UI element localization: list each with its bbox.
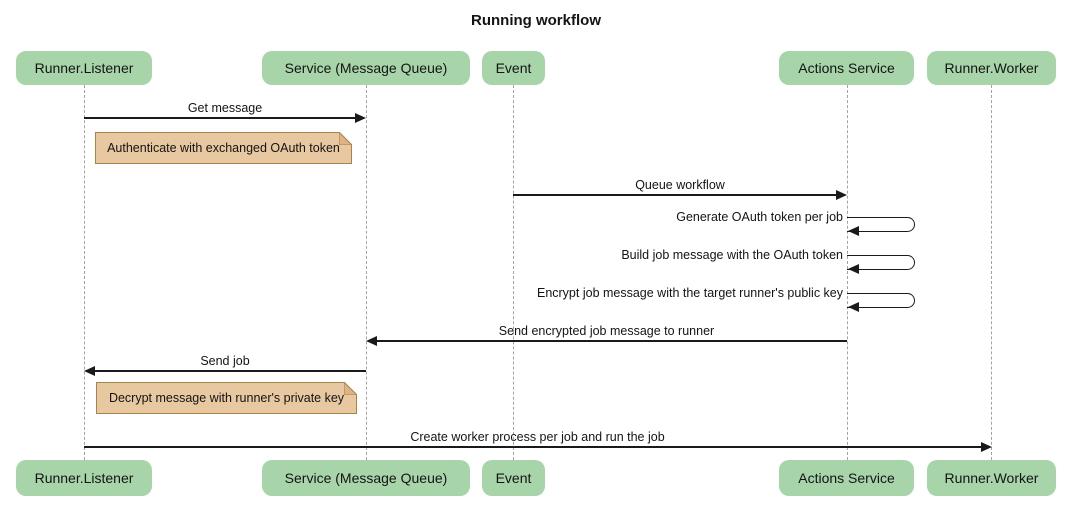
message-label-get-message: Get message [187,101,263,115]
arrowhead-right-icon [355,113,366,123]
arrowhead-left-icon [848,264,859,274]
participant-top-runner-worker: Runner.Worker [927,51,1056,85]
message-line-send-encrypted-job [377,340,847,342]
diagram-title: Running workflow [471,12,601,29]
message-label-queue-workflow: Queue workflow [635,178,725,192]
participant-bottom-service-message-queue: Service (Message Queue) [262,460,470,496]
message-label-create-worker: Create worker process per job and run th… [410,430,665,444]
note-authenticate: Authenticate with exchanged OAuth token [95,132,352,164]
participant-bottom-actions-service: Actions Service [779,460,914,496]
arrowhead-left-icon [84,366,95,376]
participant-label: Actions Service [798,470,895,486]
message-label-encrypt-job-message: Encrypt job message with the target runn… [536,286,843,300]
arrowhead-right-icon [836,190,847,200]
participant-label: Actions Service [798,60,895,76]
message-label-send-job: Send job [200,354,250,368]
participant-top-event: Event [482,51,545,85]
participant-label: Service (Message Queue) [284,60,448,76]
participant-label: Service (Message Queue) [284,470,448,486]
lifeline-runner-worker [991,85,992,460]
arrowhead-right-icon [981,442,992,452]
participant-label: Event [495,60,532,76]
participant-bottom-event: Event [482,460,545,496]
arrowhead-left-icon [848,226,859,236]
participant-bottom-runner-worker: Runner.Worker [927,460,1056,496]
self-loop-line [847,293,915,308]
message-label-generate-oauth-token: Generate OAuth token per job [676,210,843,224]
participant-label: Runner.Listener [34,60,134,76]
self-loop-line [847,255,915,270]
participant-bottom-runner-listener: Runner.Listener [16,460,152,496]
note-decrypt: Decrypt message with runner's private ke… [96,382,357,414]
message-line-create-worker [84,446,982,448]
note-fold-icon [344,382,357,395]
participant-top-actions-service: Actions Service [779,51,914,85]
participant-top-service-message-queue: Service (Message Queue) [262,51,470,85]
arrowhead-left-icon [366,336,377,346]
lifeline-service-message-queue [366,85,367,460]
note-label: Decrypt message with runner's private ke… [108,391,345,405]
participant-label: Event [495,470,532,486]
participant-top-runner-listener: Runner.Listener [16,51,152,85]
lifeline-actions-service [847,85,848,460]
note-fold-icon [339,132,352,145]
arrowhead-left-icon [848,302,859,312]
message-label-build-job-message: Build job message with the OAuth token [621,248,843,262]
message-line-send-job [95,370,366,372]
lifeline-event [513,85,514,460]
message-label-send-encrypted-job: Send encrypted job message to runner [498,324,715,338]
participant-label: Runner.Worker [944,470,1039,486]
message-line-queue-workflow [513,194,837,196]
participant-label: Runner.Listener [34,470,134,486]
lifeline-runner-listener [84,85,85,460]
note-label: Authenticate with exchanged OAuth token [107,141,340,155]
participant-label: Runner.Worker [944,60,1039,76]
self-loop-line [847,217,915,232]
message-line-get-message [84,117,356,119]
